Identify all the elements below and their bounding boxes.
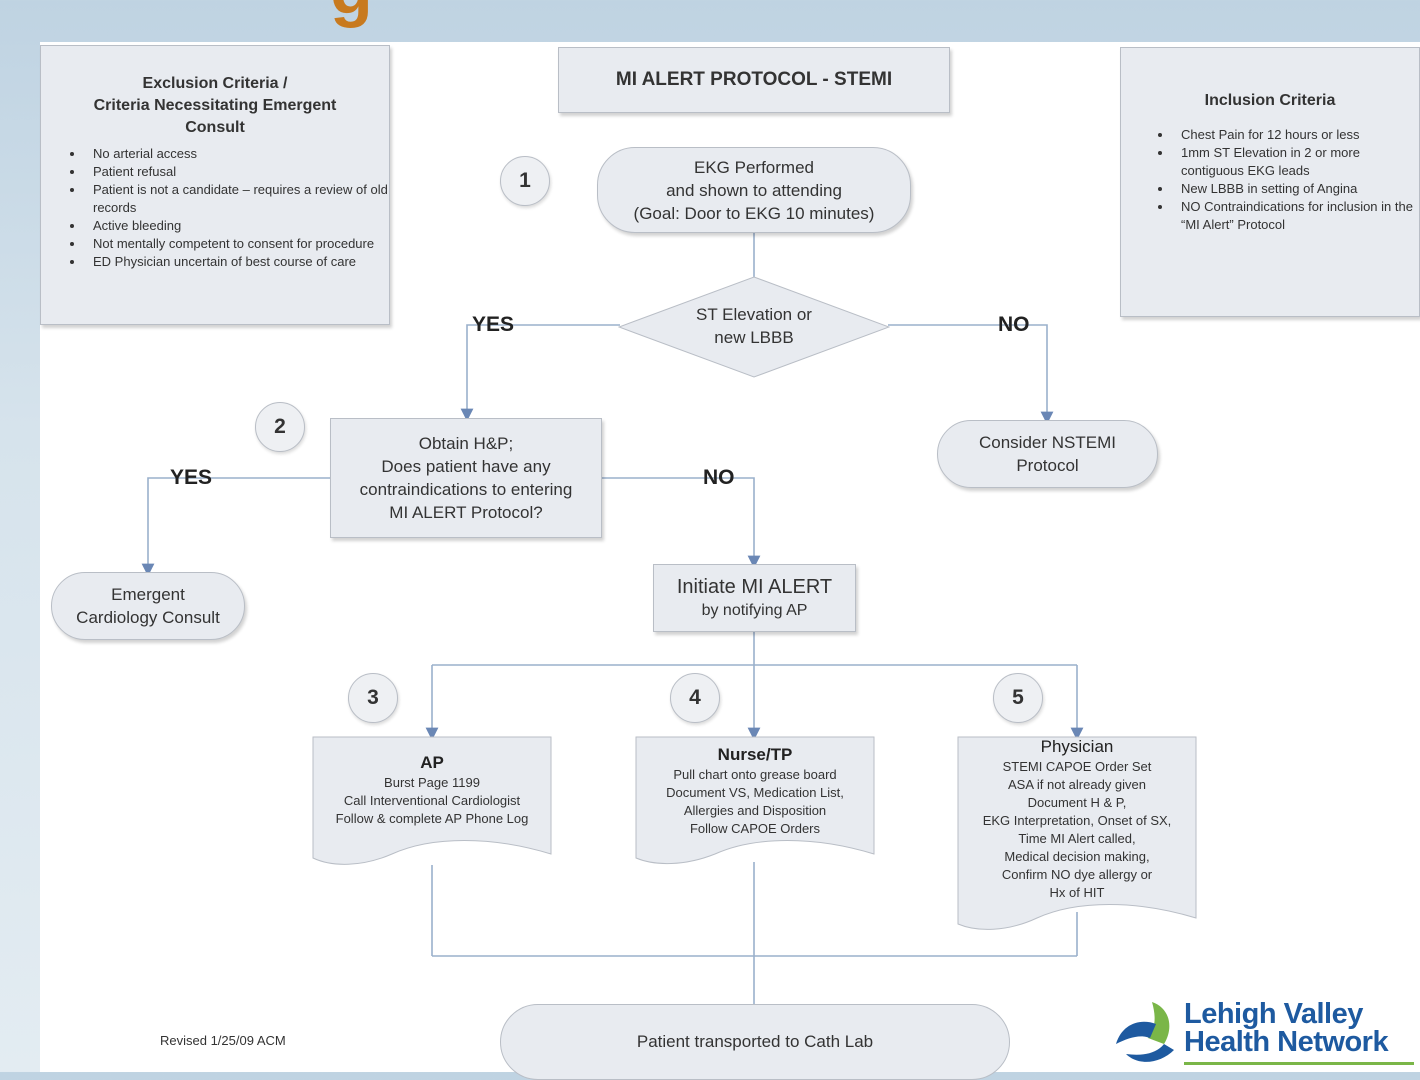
exclusion-heading: Exclusion Criteria / Criteria Necessitat… <box>41 73 389 139</box>
initiate-line: by notifying AP <box>701 601 808 619</box>
yes-label: YES <box>170 466 213 489</box>
obtain-line: contraindications to entering <box>359 480 573 499</box>
list-item: 1mm ST Elevation in 2 or more contiguous… <box>1173 144 1419 180</box>
nstemi-node: Consider NSTEMI Protocol <box>937 420 1158 488</box>
physician-line: Hx of HIT <box>1049 885 1105 900</box>
nurse-title: Nurse/TP <box>717 745 793 764</box>
list-item: Patient refusal <box>85 163 389 181</box>
decision-line: new LBBB <box>714 328 794 347</box>
ekg-performed-node: EKG Performed and shown to attending (Go… <box>597 147 911 233</box>
ap-line: Burst Page 1199 <box>384 775 480 790</box>
physician-title: Physician <box>1040 737 1114 756</box>
ekg-line: and shown to attending <box>666 180 842 200</box>
list-item: Chest Pain for 12 hours or less <box>1173 126 1419 144</box>
ap-line: Follow & complete AP Phone Log <box>335 811 529 826</box>
nurse-line: Document VS, Medication List, <box>666 785 844 800</box>
initiate-alert-node: Initiate MI ALERT by notifying AP <box>653 564 856 632</box>
obtain-line: Obtain H&P; <box>418 434 514 453</box>
ekg-line: (Goal: Door to EKG 10 minutes) <box>633 203 875 223</box>
inclusion-heading: Inclusion Criteria <box>1204 92 1336 109</box>
step-5-marker: 5 <box>993 673 1043 723</box>
exclusion-heading-line: Criteria Necessitating Emergent <box>93 97 337 114</box>
initiate-line: Initiate MI ALERT <box>676 575 833 598</box>
nurse-document: Nurse/TP Pull chart onto grease board Do… <box>635 744 875 838</box>
exclusion-heading-line: Exclusion Criteria / <box>142 75 288 92</box>
protocol-title: MI ALERT PROTOCOL - STEMI <box>558 47 950 113</box>
ap-document: AP Burst Page 1199 Call Interventional C… <box>312 752 552 828</box>
inclusion-list: Chest Pain for 12 hours or less 1mm ST E… <box>1121 126 1419 234</box>
connector-yes-obtain <box>460 324 620 422</box>
decision-line: ST Elevation or <box>696 305 812 324</box>
connector-no-nstemi <box>888 324 1054 425</box>
lvhn-logo-rule <box>1184 1062 1414 1065</box>
lvhn-logo-line: Lehigh Valley <box>1184 998 1363 1030</box>
list-item: Patient is not a candidate – requires a … <box>85 181 389 217</box>
no-label: NO <box>703 466 735 489</box>
ap-title: AP <box>420 753 444 772</box>
exclusion-list: No arterial access Patient refusal Patie… <box>41 145 389 271</box>
list-item: Not mentally competent to consent for pr… <box>85 235 389 253</box>
inclusion-criteria-panel: Inclusion Criteria Chest Pain for 12 hou… <box>1120 47 1420 317</box>
lvhn-logo-text: Lehigh Valley Health Network <box>1184 998 1389 1058</box>
ap-line: Call Interventional Cardiologist <box>343 793 521 808</box>
connector-yes-emergent <box>141 477 330 577</box>
list-item: No arterial access <box>85 145 389 163</box>
step-4-marker: 4 <box>670 673 720 723</box>
physician-document: Physician STEMI CAPOE Order Set ASA if n… <box>957 736 1197 902</box>
nurse-line: Pull chart onto grease board <box>673 767 837 782</box>
lvhn-logo-icon <box>1116 1002 1174 1062</box>
step-1-marker: 1 <box>500 156 550 206</box>
st-elevation-label: ST Elevation or new LBBB <box>650 300 858 352</box>
exclusion-heading-line: Consult <box>185 119 245 136</box>
nurse-document-shape <box>635 736 875 865</box>
physician-line: ASA if not already given <box>1007 777 1147 792</box>
physician-line: EKG Interpretation, Onset of SX, <box>982 813 1172 828</box>
list-item: ED Physician uncertain of best course of… <box>85 253 389 271</box>
connector-no-initiate <box>602 477 761 569</box>
obtain-line: Does patient have any <box>381 457 551 476</box>
step-3-marker: 3 <box>348 673 398 723</box>
revised-note: Revised 1/25/09 ACM <box>160 1033 286 1048</box>
physician-line: Medical decision making, <box>1004 849 1150 864</box>
emergent-line: Cardiology Consult <box>76 608 220 627</box>
obtain-hp-node: Obtain H&P; Does patient have any contra… <box>330 418 602 538</box>
ap-document-shape <box>312 736 552 865</box>
list-item: New LBBB in setting of Angina <box>1173 180 1419 198</box>
nurse-line: Allergies and Disposition <box>683 803 827 818</box>
no-label: NO <box>998 313 1030 336</box>
obtain-line: MI ALERT Protocol? <box>389 503 543 522</box>
cath-lab-transport-node: Patient transported to Cath Lab <box>500 1004 1010 1080</box>
slide-title-fragment: g <box>330 0 373 24</box>
lvhn-logo: Lehigh Valley Health Network <box>1112 996 1420 1072</box>
physician-line: Document H & P, <box>1027 795 1127 810</box>
nstemi-line: Consider NSTEMI <box>979 433 1116 452</box>
yes-label: YES <box>472 313 515 336</box>
physician-line: Confirm NO dye allergy or <box>1001 867 1153 882</box>
physician-line: STEMI CAPOE Order Set <box>1002 759 1152 774</box>
emergent-line: Emergent <box>111 585 185 604</box>
emergent-consult-node: Emergent Cardiology Consult <box>51 572 245 640</box>
step-2-marker: 2 <box>255 402 305 452</box>
nurse-line: Follow CAPOE Orders <box>689 821 821 836</box>
physician-line: Time MI Alert called, <box>1018 831 1136 846</box>
ekg-line: EKG Performed <box>694 157 814 177</box>
list-item: Active bleeding <box>85 217 389 235</box>
nstemi-line: Protocol <box>1016 456 1079 475</box>
list-item: NO Contraindications for inclusion in th… <box>1173 198 1419 234</box>
st-elevation-diamond <box>618 276 890 378</box>
physician-document-shape <box>957 736 1197 930</box>
lvhn-logo-line: Health Network <box>1184 1026 1389 1058</box>
exclusion-criteria-panel: Exclusion Criteria / Criteria Necessitat… <box>40 45 390 325</box>
